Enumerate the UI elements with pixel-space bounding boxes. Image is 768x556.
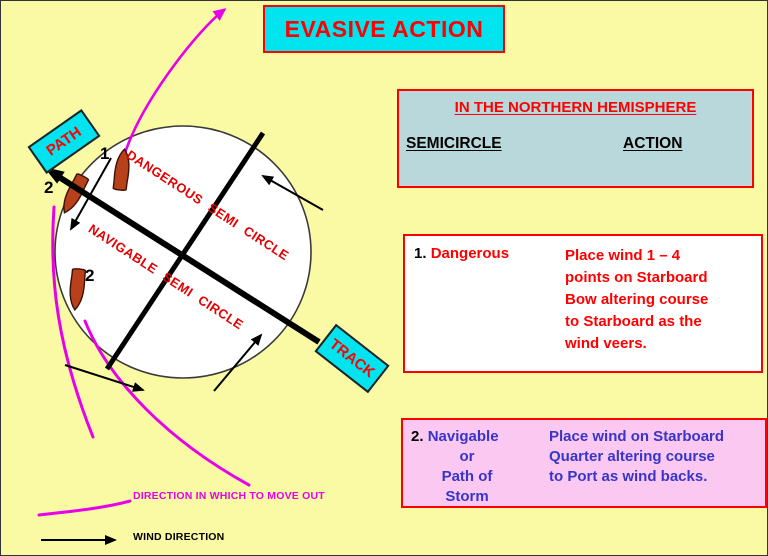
dangerous-action-line: Bow altering course xyxy=(565,291,709,308)
storm-path-main-curve xyxy=(83,319,251,487)
dangerous-row-name: 1. Dangerous xyxy=(414,245,509,262)
wind-arrow-lower-left xyxy=(64,364,145,392)
navigable-action-text: Place wind on Starboard Quarter altering… xyxy=(549,427,724,487)
track-line xyxy=(57,174,321,345)
ship-position-2-on-path xyxy=(63,173,90,214)
ship-position-1 xyxy=(112,148,130,191)
navigable-action-line: Quarter altering course xyxy=(549,448,715,465)
slide-title-box: EVASIVE ACTION xyxy=(263,5,505,53)
hemisphere-column-headers: SEMICIRCLE ACTION xyxy=(406,135,745,153)
hemisphere-header-box: IN THE NORTHERN HEMISPHERE SEMICIRCLE AC… xyxy=(397,89,754,188)
dangerous-action-line: points on Starboard xyxy=(565,269,708,286)
ship-position-2-navigable xyxy=(69,268,87,311)
dangerous-row-label: Dangerous xyxy=(430,245,510,262)
wind-arrow-upper-right xyxy=(261,175,324,211)
position-2-marker-outer: 2 xyxy=(44,178,54,197)
navigable-row-label-line: or xyxy=(459,448,475,465)
storm-path-left-curve xyxy=(51,205,95,439)
move-out-legend-curve xyxy=(37,499,132,517)
hemisphere-title: IN THE NORTHERN HEMISPHERE xyxy=(454,99,697,116)
navigable-row-number: 2. xyxy=(411,428,424,445)
dangerous-action-line: wind veers. xyxy=(565,335,647,352)
action-column-header: ACTION xyxy=(623,135,683,152)
navigable-row-label-line: Storm xyxy=(445,488,489,505)
dangerous-action-line: to Starboard as the xyxy=(565,313,702,330)
navigable-row-label: Navigable xyxy=(427,428,499,445)
navigable-row-name: 2. Navigable or Path of Storm xyxy=(411,427,523,507)
dangerous-row-number: 1. xyxy=(414,245,427,262)
storm-path-exit-arrow xyxy=(123,8,227,155)
dangerous-action-box: 1. Dangerous Place wind 1 – 4 points on … xyxy=(403,234,763,373)
wind-arrow-upper-left xyxy=(70,157,112,231)
position-2-marker-inner: 2 xyxy=(85,266,95,285)
dangerous-action-text: Place wind 1 – 4 points on Starboard Bow… xyxy=(565,245,708,355)
slide-title: EVASIVE ACTION xyxy=(284,15,484,42)
position-1-marker: 1 xyxy=(100,144,110,163)
semicircle-column-header: SEMICIRCLE xyxy=(406,135,502,152)
wind-arrow-lower-right xyxy=(213,333,263,392)
dangerous-action-line: Place wind 1 – 4 xyxy=(565,247,681,264)
semicircle-divider-line xyxy=(104,131,266,371)
navigable-action-box: 2. Navigable or Path of Storm Place wind… xyxy=(401,418,767,508)
navigable-action-line: to Port as wind backs. xyxy=(549,468,708,485)
wind-direction-legend-label: WIND DIRECTION xyxy=(133,531,225,543)
navigable-row-label-line: Path of xyxy=(441,468,493,485)
move-out-legend-label: DIRECTION IN WHICH TO MOVE OUT xyxy=(133,490,325,502)
navigable-action-line: Place wind on Starboard xyxy=(549,428,725,445)
